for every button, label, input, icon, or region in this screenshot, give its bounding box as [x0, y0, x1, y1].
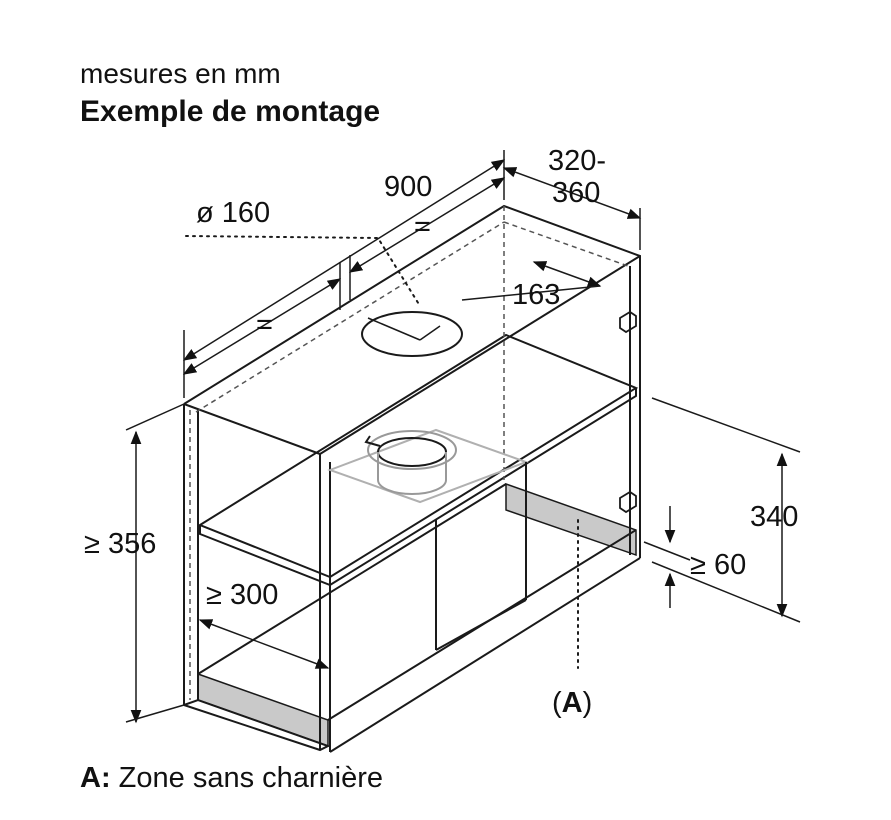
- hood-clip: [364, 435, 381, 447]
- cabinet-front-top: [183, 403, 321, 455]
- label-height-340: 340: [750, 501, 798, 533]
- label-gap-60: ≥ 60: [690, 549, 746, 581]
- label-equal-left: =: [256, 309, 273, 341]
- hinge-upper: [619, 310, 637, 334]
- shelf-front-edge: [199, 388, 637, 587]
- hood-top: [327, 428, 529, 504]
- legend: A: Zone sans charnière: [80, 762, 383, 795]
- label-height-356: ≥ 356: [84, 528, 156, 560]
- hood-duct-collar: [367, 430, 457, 470]
- shelf-top: [197, 333, 639, 579]
- zone-a-back: [505, 482, 637, 557]
- diagram-title: Exemple de montage: [80, 95, 381, 128]
- label-depth-line1: 320-: [548, 145, 606, 177]
- cabinet-bottom-front: [183, 698, 331, 752]
- dimension-labels: 900 = = 320- 360 ø 160 163 ≥ 356 340 ≥ 6…: [84, 145, 798, 719]
- hinge-brackets: [619, 310, 637, 514]
- cabinet-top-edge: [183, 204, 641, 558]
- cabinet-bottom-edge: [329, 557, 641, 753]
- label-depth-line2: 360: [552, 177, 600, 209]
- zone-a-front: [197, 672, 329, 748]
- label-offset-163: 163: [512, 279, 560, 311]
- diameter-leader: [185, 235, 421, 307]
- duct-opening: [361, 311, 463, 357]
- legend-key: A:: [80, 762, 111, 794]
- leader-lines: [185, 235, 579, 669]
- legend-text: Zone sans charnière: [118, 762, 384, 794]
- hinge-lower: [619, 490, 637, 514]
- dimension-lines: [125, 150, 801, 724]
- hidden-lines: [189, 206, 629, 700]
- label-zone-a: (A): [552, 687, 592, 719]
- label-equal-right: =: [414, 211, 431, 243]
- shelf: [197, 333, 639, 587]
- extractor-hood: [327, 428, 529, 651]
- label-width-900: 900: [384, 171, 432, 203]
- label-diameter: ø 160: [196, 197, 270, 229]
- label-shelf-300: ≥ 300: [206, 579, 278, 611]
- wall-cabinet: [183, 204, 641, 753]
- units-note: mesures en mm: [80, 58, 281, 89]
